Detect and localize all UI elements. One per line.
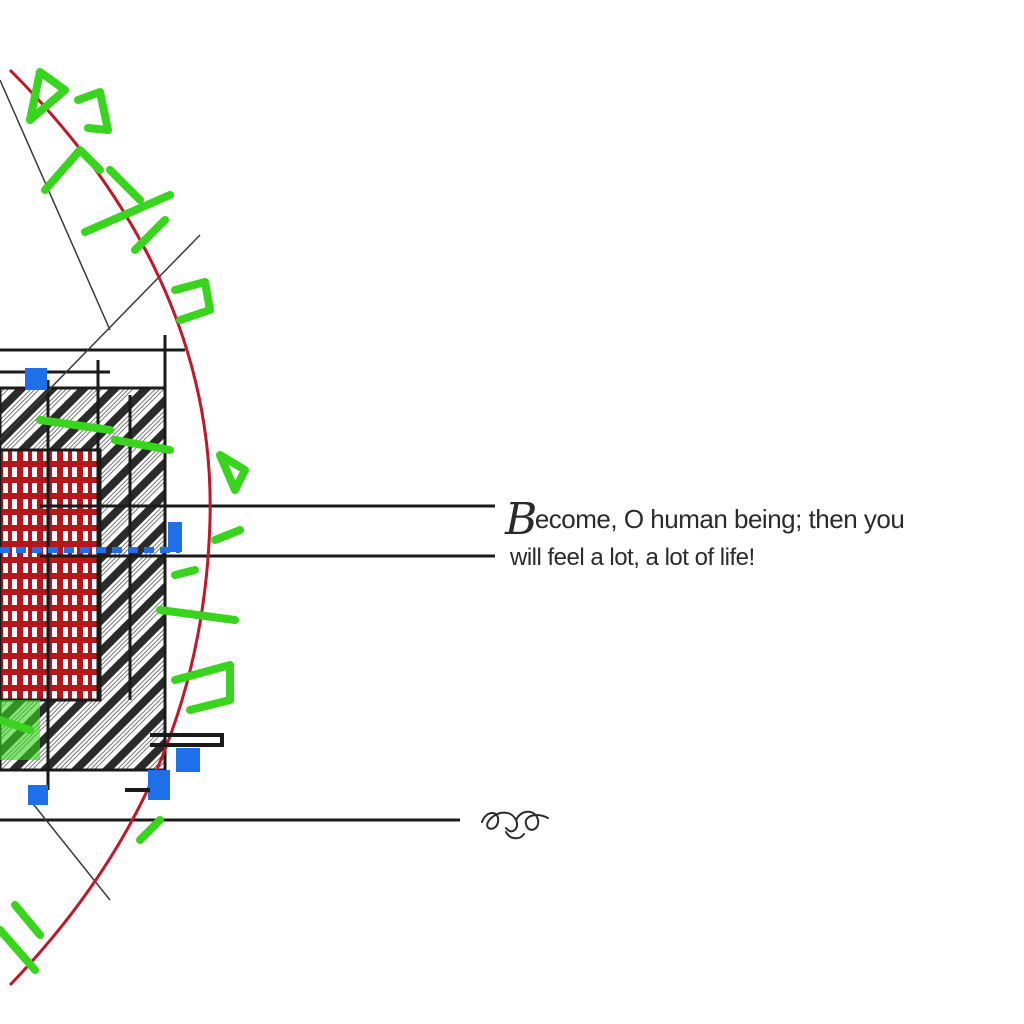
quote-line-1: Become, O human being; then you [505,498,905,542]
brick-core [0,448,102,702]
quote-line-1-text: ecome, O human being; then you [534,504,905,534]
quote-dropcap: B [505,494,537,545]
quote-line-2: will feel a lot, a lot of life! [510,544,755,571]
red-arc [8,68,212,987]
flourish-ornament-icon [481,810,549,840]
